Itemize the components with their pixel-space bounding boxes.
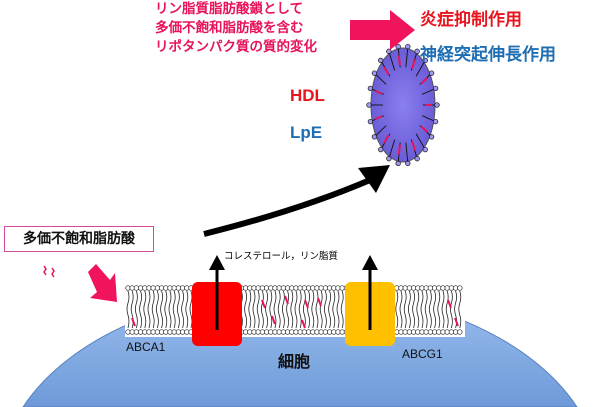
hdl-label: HDL <box>290 86 325 105</box>
pink-arrow-down <box>88 264 117 302</box>
pufa-chain <box>454 317 459 327</box>
top-text-line: 多価不飽和脂肪酸を含む <box>155 20 304 36</box>
pink-arrow-right <box>350 10 415 50</box>
efflux-arrow-abcg1 <box>362 255 378 330</box>
cell-label: 細胞 <box>278 352 311 371</box>
pufa-chain <box>271 315 276 325</box>
pufa-label-box: 多価不飽和脂肪酸 <box>4 226 154 252</box>
pufa-chain <box>131 317 136 327</box>
squiggle-icon <box>43 265 55 278</box>
pufa-chain <box>284 295 289 305</box>
pufa-chain <box>261 299 266 309</box>
pufa-chain <box>317 297 322 307</box>
pufa-chain <box>304 299 309 309</box>
top-text-line: リン脂質脂肪酸鎖として <box>155 1 304 17</box>
abca1-label: ABCA1 <box>126 340 166 354</box>
anti-inflammatory-label: 炎症抑制作用 <box>420 10 522 30</box>
curved-arrow-head <box>358 165 390 193</box>
hdl-particle <box>366 43 440 167</box>
lpe-label: LpE <box>290 123 323 142</box>
pufa-chain <box>301 319 306 329</box>
top-description: リン脂質脂肪酸鎖として 多価不飽和脂肪酸を含む リポタンパク質の質的変化 <box>155 0 317 57</box>
efflux-arrow-abca1 <box>209 255 225 330</box>
curved-arrow <box>203 177 372 237</box>
lipid-bilayer <box>125 283 465 337</box>
efflux-label: コレステロール，リン脂質 <box>224 251 339 262</box>
top-text-line: リポタンパク質の質的変化 <box>155 39 317 55</box>
neurite-outgrowth-label: 神経突起伸長作用 <box>420 45 556 65</box>
abcg1-label: ABCG1 <box>402 347 443 361</box>
pufa-chain <box>447 299 452 309</box>
